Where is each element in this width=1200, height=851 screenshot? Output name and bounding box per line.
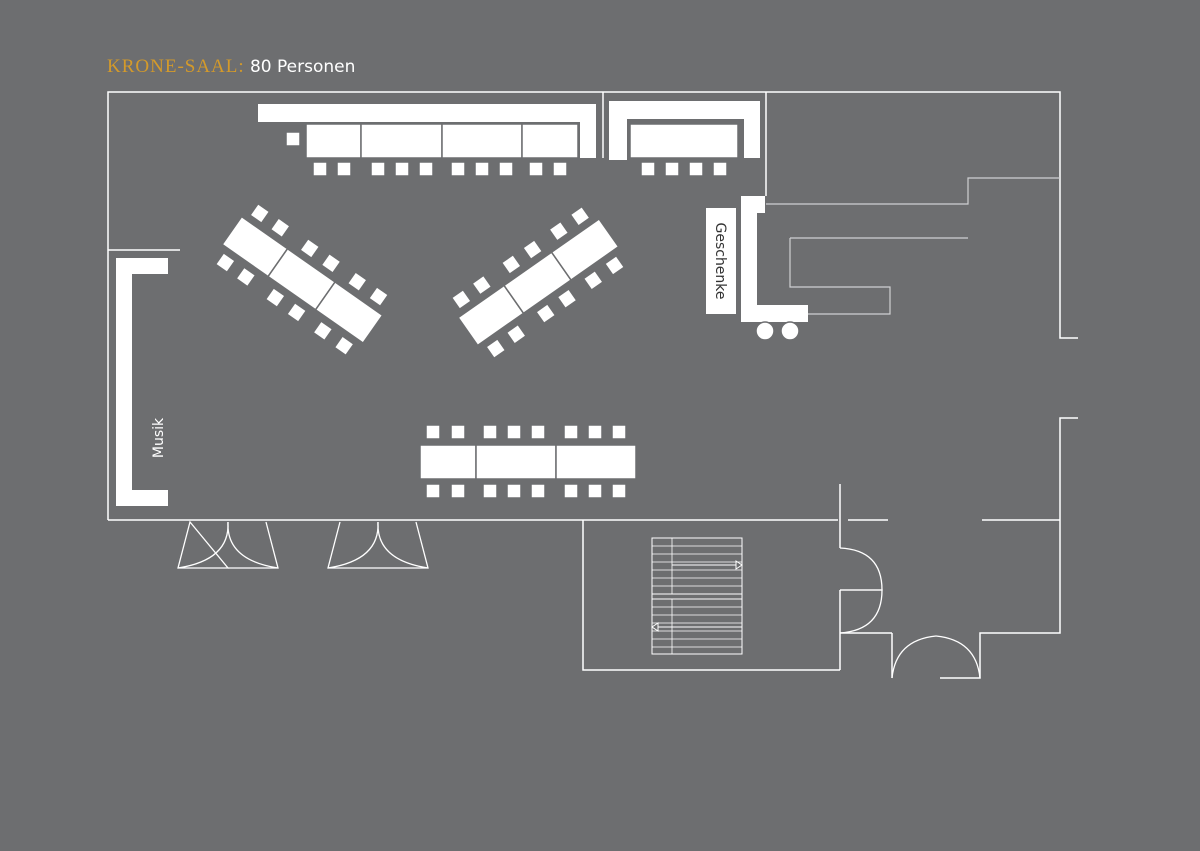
gifts-label: Geschenke [712, 222, 728, 299]
chair-icon [569, 205, 591, 228]
chair-icon [640, 161, 656, 177]
chair-icon [264, 286, 287, 309]
chair-icon [484, 337, 507, 360]
chair-icon [500, 253, 523, 276]
chair-icon [563, 483, 579, 499]
chair-icon [312, 161, 328, 177]
chair-icon [450, 288, 473, 311]
chair-icon [312, 320, 334, 342]
chair-icon [482, 483, 498, 499]
chair-icon [214, 251, 237, 274]
top-table-row [285, 123, 739, 159]
chair-icon [298, 237, 321, 260]
chair-icon [506, 424, 522, 440]
diagonal-table-group [450, 205, 626, 360]
chair-icon [552, 161, 568, 177]
music-label: Musik [151, 417, 167, 458]
gift-cart-icon [706, 196, 808, 341]
chair-icon [534, 302, 557, 325]
door-swing-icon [177, 520, 981, 679]
chair-icon [235, 266, 257, 288]
table-icon [555, 444, 637, 480]
chair-icon [336, 161, 352, 177]
chair-icon [418, 161, 434, 177]
chair-icon [530, 483, 546, 499]
music-stage [116, 258, 168, 506]
table-icon [550, 217, 620, 282]
chair-icon [471, 274, 493, 296]
chair-icon [285, 301, 308, 324]
chair-icon [530, 424, 546, 440]
chair-icon [450, 483, 466, 499]
chair-icon [425, 424, 441, 440]
chair-icon [582, 269, 605, 292]
chair-icon [248, 202, 271, 225]
chair-icon [505, 323, 528, 346]
chair-icon [333, 334, 355, 357]
chair-icon [556, 287, 578, 310]
chair-icon [370, 161, 386, 177]
chair-icon [498, 161, 514, 177]
table-icon [419, 444, 477, 480]
chair-icon [367, 285, 390, 308]
chair-icon [548, 220, 570, 242]
chair-icon [450, 424, 466, 440]
table-icon [314, 280, 384, 345]
diagonal-table-group [214, 202, 390, 357]
chair-icon [482, 424, 498, 440]
chair-icon [611, 483, 627, 499]
chair-icon [506, 483, 522, 499]
chair-icon [450, 161, 466, 177]
chair-icon [320, 252, 342, 275]
chair-icon [587, 424, 603, 440]
walls [107, 91, 1078, 679]
chair-icon [425, 483, 441, 499]
chair-icon [269, 216, 292, 239]
chair-icon [563, 424, 579, 440]
chair-icon [474, 161, 490, 177]
chair-icon [521, 238, 544, 261]
chair-icon [587, 483, 603, 499]
floorplan-title: KRONE-SAAL: 80 Personen [107, 56, 355, 78]
top-counter [258, 101, 760, 160]
chair-icon [611, 424, 627, 440]
chair-icon [346, 270, 369, 293]
capacity-label: 80 Personen [249, 57, 356, 77]
table-icon [475, 444, 557, 480]
chair-icon [394, 161, 410, 177]
hall-name: KRONE-SAAL: [107, 56, 245, 77]
chair-icon [664, 161, 680, 177]
stair-icon [651, 537, 743, 655]
chair-icon [688, 161, 704, 177]
chair-icon [528, 161, 544, 177]
chair-icon [603, 254, 626, 277]
chair-icon [712, 161, 728, 177]
